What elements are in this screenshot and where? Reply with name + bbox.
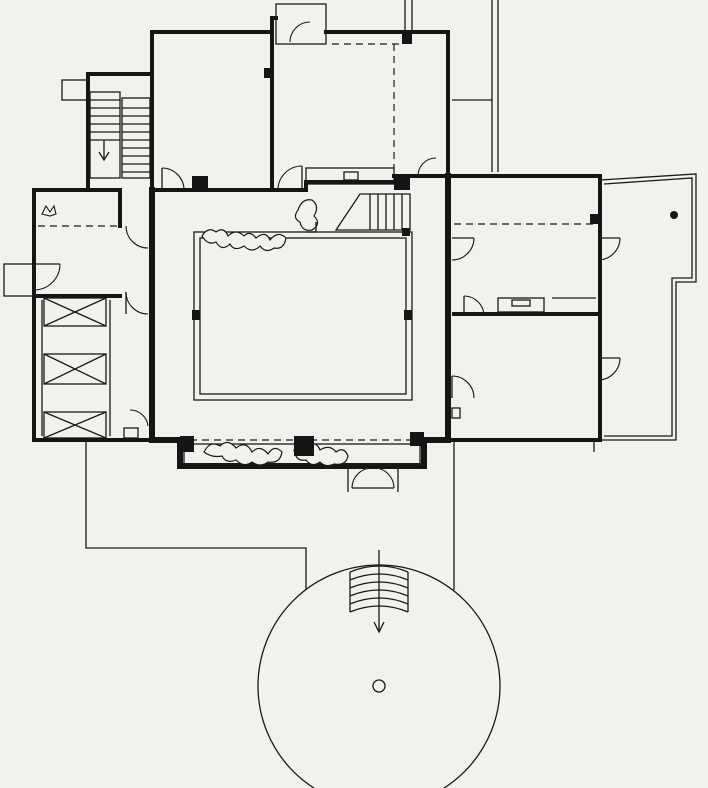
atrium (192, 228, 413, 401)
main-entrance-door (347, 466, 399, 492)
central-stair (334, 193, 411, 231)
planter-north (201, 199, 319, 252)
room-north-west (150, 30, 274, 192)
east-wing (446, 174, 621, 452)
fireplace-east (497, 297, 545, 313)
room-north-center (270, 3, 450, 191)
stair-block-northwest (61, 72, 154, 192)
storage-box (43, 353, 107, 385)
east-terrace (599, 173, 697, 441)
terrace-post (670, 211, 678, 219)
circular-court (257, 550, 501, 788)
side-porch (3, 263, 35, 297)
central-hall (149, 173, 475, 492)
storage-box (43, 297, 107, 327)
entry-steps (349, 550, 409, 634)
center-mark (372, 679, 386, 693)
west-wing (3, 188, 154, 442)
storage-box (43, 411, 107, 439)
site-lines (85, 0, 499, 590)
stair-treads (89, 91, 151, 179)
north-porch (275, 3, 327, 45)
